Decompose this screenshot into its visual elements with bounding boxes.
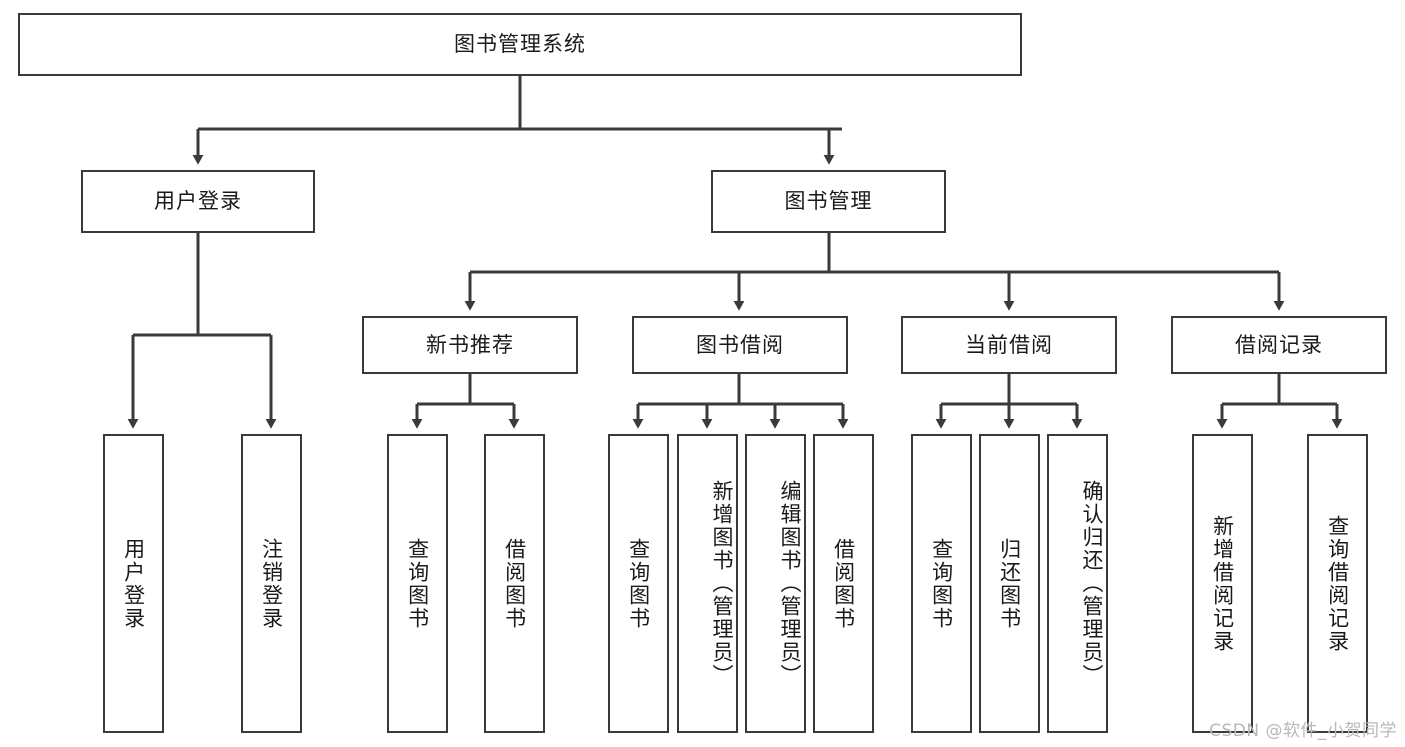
leaf-borrow-borrow-book[interactable]: 借阅图书 <box>813 434 874 733</box>
node-new-book-recommend[interactable]: 新书推荐 <box>362 316 578 374</box>
leaf-current-confirm-return-admin[interactable]: 确认归还（管理员） <box>1047 434 1108 733</box>
leaf-records-query-record[interactable]: 查询借阅记录 <box>1307 434 1368 733</box>
node-book-management[interactable]: 图书管理 <box>711 170 946 233</box>
leaf-user-login-login[interactable]: 用户登录 <box>103 434 164 733</box>
node-borrow-records[interactable]: 借阅记录 <box>1171 316 1387 374</box>
leaf-borrow-add-book-admin[interactable]: 新增图书（管理员） <box>677 434 738 733</box>
node-root-system[interactable]: 图书管理系统 <box>18 13 1022 76</box>
node-current-borrow[interactable]: 当前借阅 <box>901 316 1117 374</box>
leaf-borrow-edit-book-admin[interactable]: 编辑图书（管理员） <box>745 434 806 733</box>
leaf-current-query-book[interactable]: 查询图书 <box>911 434 972 733</box>
leaf-records-add-record[interactable]: 新增借阅记录 <box>1192 434 1253 733</box>
leaf-user-login-logout[interactable]: 注销登录 <box>241 434 302 733</box>
leaf-current-return-book[interactable]: 归还图书 <box>979 434 1040 733</box>
leaf-new-book-borrow[interactable]: 借阅图书 <box>484 434 545 733</box>
node-user-login[interactable]: 用户登录 <box>81 170 315 233</box>
leaf-borrow-query-book[interactable]: 查询图书 <box>608 434 669 733</box>
node-book-borrow[interactable]: 图书借阅 <box>632 316 848 374</box>
leaf-new-book-query[interactable]: 查询图书 <box>387 434 448 733</box>
